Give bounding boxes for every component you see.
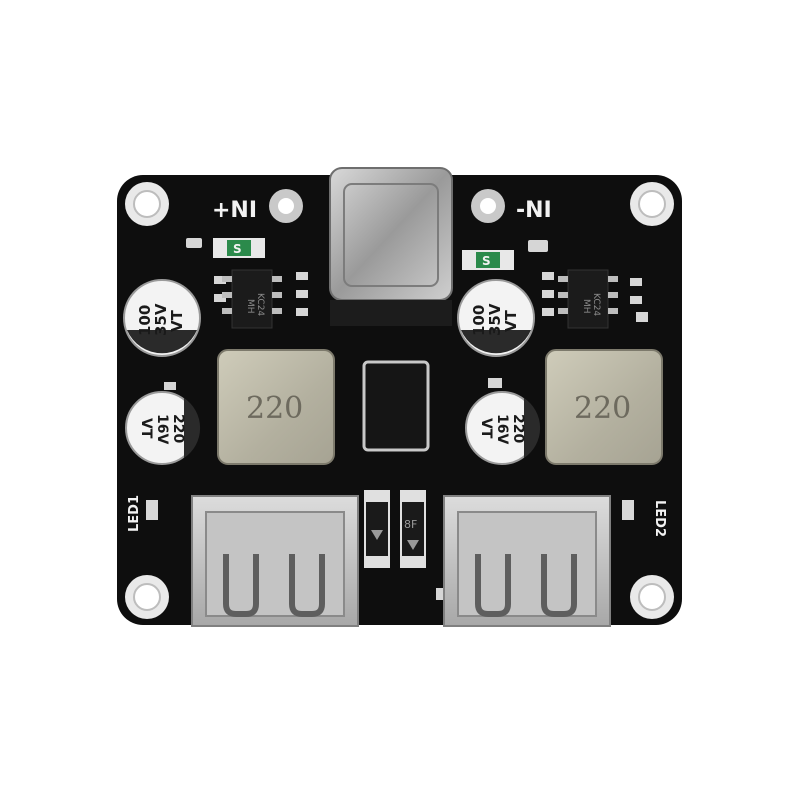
mounting-hole-top-left bbox=[125, 182, 169, 226]
led-left bbox=[146, 500, 158, 520]
mounting-hole-top-right bbox=[630, 182, 674, 226]
input-positive-label: +NI bbox=[212, 198, 257, 223]
diode-right: 8F bbox=[400, 490, 426, 568]
input-pad-positive bbox=[269, 189, 303, 223]
chip-right-marking-2: KC24 bbox=[591, 293, 601, 316]
cap-small-left-series: VT bbox=[138, 418, 154, 439]
inductor-right-label: 220 bbox=[574, 391, 631, 426]
chip-right-marking-1: MH bbox=[581, 299, 591, 314]
fuse-right: S bbox=[462, 250, 514, 270]
capacitor-small-left: 220 16V VT bbox=[125, 391, 201, 465]
capacitor-small-right: 220 16V VT bbox=[465, 391, 541, 465]
mounting-hole-bottom-left bbox=[125, 575, 169, 619]
regulator-chip-right: MH KC24 bbox=[558, 269, 618, 329]
cap-small-left-voltage: 16V bbox=[154, 414, 170, 444]
cap-small-left-value: 220 bbox=[170, 414, 186, 443]
chip-left-marking-2: KC24 bbox=[255, 293, 265, 316]
cap-large-left-value: 100 bbox=[136, 305, 154, 336]
cap-large-right-voltage: 35V bbox=[486, 303, 504, 336]
led-right-label: LED2 bbox=[652, 500, 667, 537]
capacitor-large-left: 100 35V VT bbox=[123, 279, 201, 357]
diode-right-label: 8F bbox=[404, 518, 417, 531]
led-right bbox=[622, 500, 634, 520]
cap-large-left-series: VT bbox=[168, 309, 186, 332]
led-left-label: LED1 bbox=[127, 495, 142, 532]
fuse-right-label: S bbox=[482, 254, 491, 268]
fuse-left-label: S bbox=[233, 242, 242, 256]
cap-small-right-voltage: 16V bbox=[494, 414, 510, 444]
inductor-left-label: 220 bbox=[246, 391, 303, 426]
regulator-chip-left: MH KC24 bbox=[222, 269, 282, 329]
schottky-diode-center bbox=[362, 360, 430, 452]
usb-c-connector bbox=[329, 167, 453, 326]
input-negative-label: -NI bbox=[516, 198, 552, 223]
cap-large-right-value: 100 bbox=[470, 305, 488, 336]
chip-left-marking-1: MH bbox=[245, 299, 255, 314]
capacitor-large-right: 100 35V VT bbox=[457, 279, 535, 357]
usb-a-port-left bbox=[191, 495, 359, 627]
cap-small-right-value: 220 bbox=[510, 414, 526, 443]
cap-large-right-series: VT bbox=[502, 309, 520, 332]
diode-left bbox=[364, 490, 390, 568]
input-pad-negative bbox=[471, 189, 505, 223]
mounting-hole-bottom-right bbox=[630, 575, 674, 619]
usb-a-port-right bbox=[443, 495, 611, 627]
inductor-left: 220 bbox=[217, 349, 335, 465]
inductor-right: 220 bbox=[545, 349, 663, 465]
fuse-left: S bbox=[213, 238, 265, 258]
cap-small-right-series: VT bbox=[478, 418, 494, 439]
cap-large-left-voltage: 35V bbox=[152, 303, 170, 336]
